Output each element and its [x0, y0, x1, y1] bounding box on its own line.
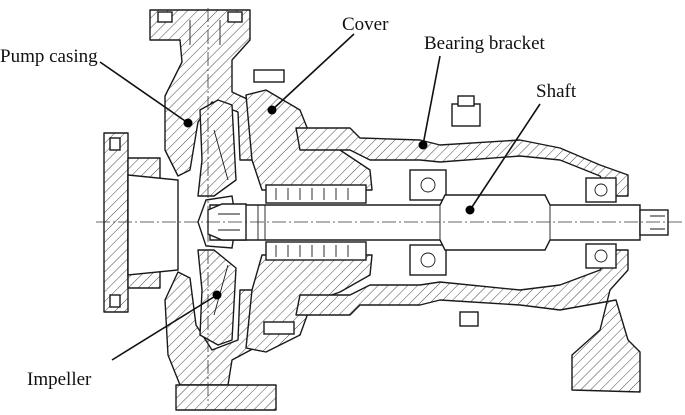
pump-casing-label: Pump casing — [0, 46, 98, 67]
seal-area — [265, 184, 367, 261]
bearing-bracket-label: Bearing bracket — [424, 33, 546, 54]
shaft-label: Shaft — [536, 81, 577, 102]
bearings — [409, 169, 617, 276]
leader-lines — [99, 33, 541, 361]
cover-label: Cover — [342, 14, 389, 35]
shaft-body — [209, 194, 669, 251]
suction-flange — [103, 132, 179, 313]
impeller-label: Impeller — [27, 369, 92, 390]
bearing-bracket-body — [295, 95, 641, 393]
pump-casing-body — [149, 9, 277, 411]
